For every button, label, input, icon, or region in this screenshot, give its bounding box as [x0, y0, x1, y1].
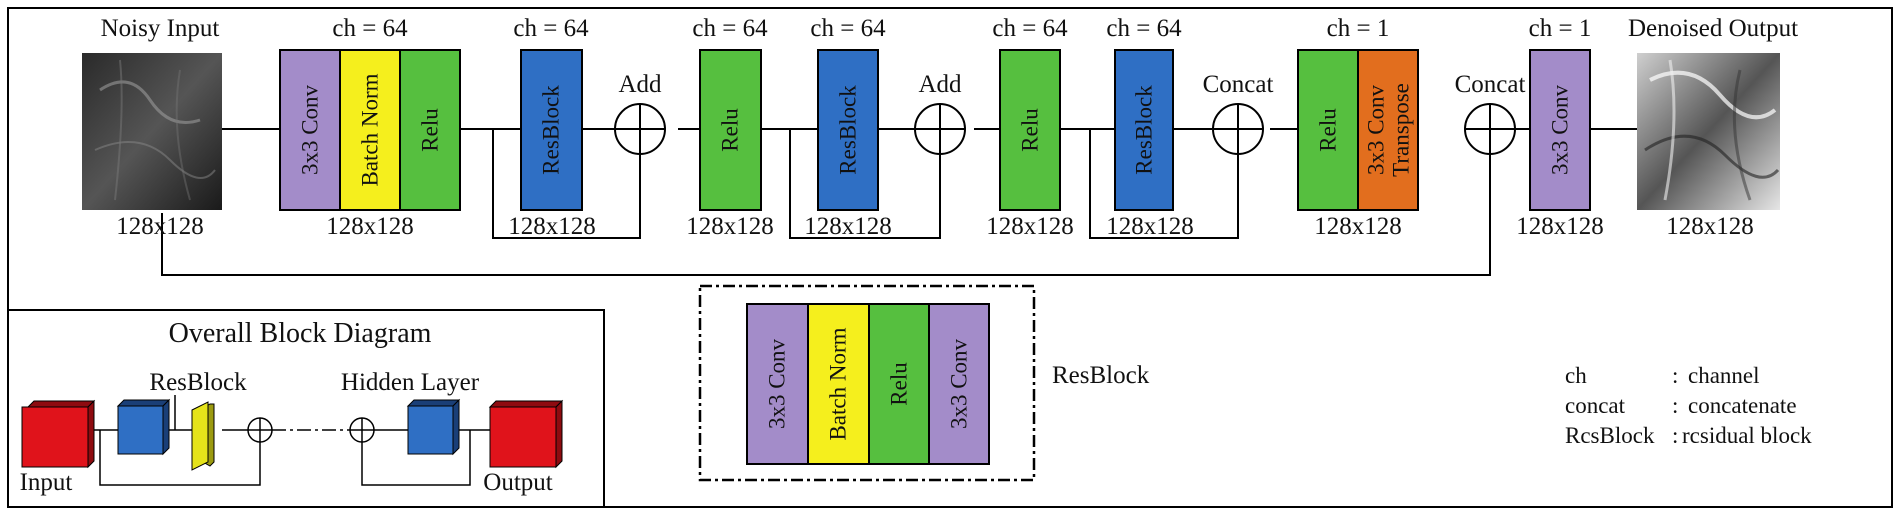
channel-label-6: ch = 64 — [1106, 15, 1182, 42]
overall-output-label: Output — [483, 469, 553, 496]
flow-lines — [161, 128, 1760, 276]
block-conv-1 — [279, 49, 341, 211]
resblock-detail-label-2: Batch Norm — [826, 327, 851, 440]
label-batchnorm-1: Batch Norm — [358, 73, 383, 186]
outer-frame — [7, 7, 1893, 508]
block-relu-1 — [399, 49, 461, 211]
block-relu-2 — [699, 49, 762, 211]
label-resblock-1: ResBlock — [539, 85, 564, 175]
overall-input-cube — [21, 399, 96, 469]
block-resblock-1 — [520, 49, 583, 211]
legend-sep-1: : — [1672, 363, 1678, 388]
block-conv-final — [1529, 49, 1591, 211]
legend-sep-2: : — [1672, 393, 1678, 418]
resblock-detail-label-3: Relu — [887, 362, 912, 406]
dim-label-7: 128x128 — [1106, 213, 1194, 240]
label-relu-4: Relu — [1316, 108, 1341, 152]
denoised-output-label: Denoised Output — [1628, 15, 1798, 42]
label-resblock-3: ResBlock — [1132, 85, 1157, 175]
channel-label-2: ch = 64 — [513, 15, 589, 42]
legend-key-2: concat — [1565, 393, 1626, 418]
legend-value-2: concatenate — [1688, 393, 1797, 418]
add-label-1: Add — [618, 71, 662, 98]
overall-flow-lines — [80, 395, 490, 486]
dim-label-4: 128x128 — [686, 213, 774, 240]
dim-label-5: 128x128 — [804, 213, 892, 240]
overall-output-cube — [488, 399, 564, 469]
resblock-detail-label: ResBlock — [1052, 362, 1150, 389]
resblock-detail-label-1: 3x3 Conv — [765, 338, 790, 429]
dim-label-9: 128x128 — [1516, 213, 1604, 240]
label-conv-final: 3x3 Conv — [1548, 84, 1573, 175]
concat-label-2: Concat — [1455, 71, 1526, 98]
overall-panel-frame — [7, 309, 605, 508]
block-conv-transpose — [1357, 49, 1419, 211]
add-op-1 — [614, 103, 666, 155]
label-transpose-line2: Transpose — [1389, 83, 1414, 177]
overall-hidden-label: Hidden Layer — [341, 369, 480, 396]
overall-add-op-1 — [247, 417, 273, 443]
label-conv-1: 3x3 Conv — [298, 84, 323, 175]
noisy-input-image — [82, 53, 222, 210]
legend-key-1: ch — [1565, 363, 1587, 388]
overall-yellow-block — [191, 401, 215, 471]
resblock-detail-label-4: 3x3 Conv — [947, 338, 972, 429]
channel-label-7: ch = 1 — [1327, 15, 1390, 42]
label-relu-2: Relu — [718, 108, 743, 152]
resblock-detail-conv-2 — [928, 303, 990, 465]
overall-title: Overall Block Diagram — [169, 318, 432, 349]
overall-input-label: Input — [20, 469, 73, 496]
channel-label-4: ch = 64 — [810, 15, 886, 42]
channel-label-5: ch = 64 — [992, 15, 1068, 42]
legend: ch : channel concat : concatenate RcsBlo… — [1565, 363, 1812, 448]
label-relu-3: Relu — [1018, 108, 1043, 152]
add-op-2 — [914, 103, 966, 155]
channel-label-1: ch = 64 — [332, 15, 408, 42]
denoised-output-image — [1637, 53, 1780, 210]
overall-resblock-label: ResBlock — [149, 369, 247, 396]
resblock-detail-conv-1 — [746, 303, 809, 465]
legend-value-3: rcsidual block — [1682, 423, 1812, 448]
overall-blue-cube-2 — [406, 398, 461, 456]
concat-label-1: Concat — [1203, 71, 1274, 98]
dim-label-6: 128x128 — [986, 213, 1074, 240]
resblock-detail-relu — [868, 303, 930, 465]
label-transpose-line1: 3x3 Conv — [1364, 84, 1389, 175]
block-batchnorm-1 — [339, 49, 401, 211]
overall-add-op-2 — [349, 417, 375, 443]
block-relu-3 — [999, 49, 1061, 211]
legend-key-3: RcsBlock — [1565, 423, 1655, 448]
block-resblock-2 — [817, 49, 879, 211]
overall-blue-cube-1 — [116, 398, 171, 456]
label-resblock-2: ResBlock — [836, 85, 861, 175]
dim-label-10: 128x128 — [1666, 213, 1754, 240]
channel-label-8: ch = 1 — [1529, 15, 1592, 42]
resblock-detail-frame — [698, 284, 1036, 482]
channel-label-3: ch = 64 — [692, 15, 768, 42]
concat-op-1 — [1212, 103, 1264, 155]
dim-label-1: 128x128 — [116, 213, 204, 240]
legend-sep-3: : — [1672, 423, 1678, 448]
dim-label-2: 128x128 — [326, 213, 414, 240]
block-resblock-3 — [1114, 49, 1174, 211]
add-label-2: Add — [918, 71, 962, 98]
legend-value-1: channel — [1688, 363, 1760, 388]
dim-label-3: 128x128 — [508, 213, 596, 240]
concat-op-2 — [1464, 103, 1516, 155]
resblock-detail-batchnorm — [807, 303, 870, 465]
label-relu-1: Relu — [418, 108, 443, 152]
dim-label-8: 128x128 — [1314, 213, 1402, 240]
noisy-input-label: Noisy Input — [101, 15, 220, 42]
